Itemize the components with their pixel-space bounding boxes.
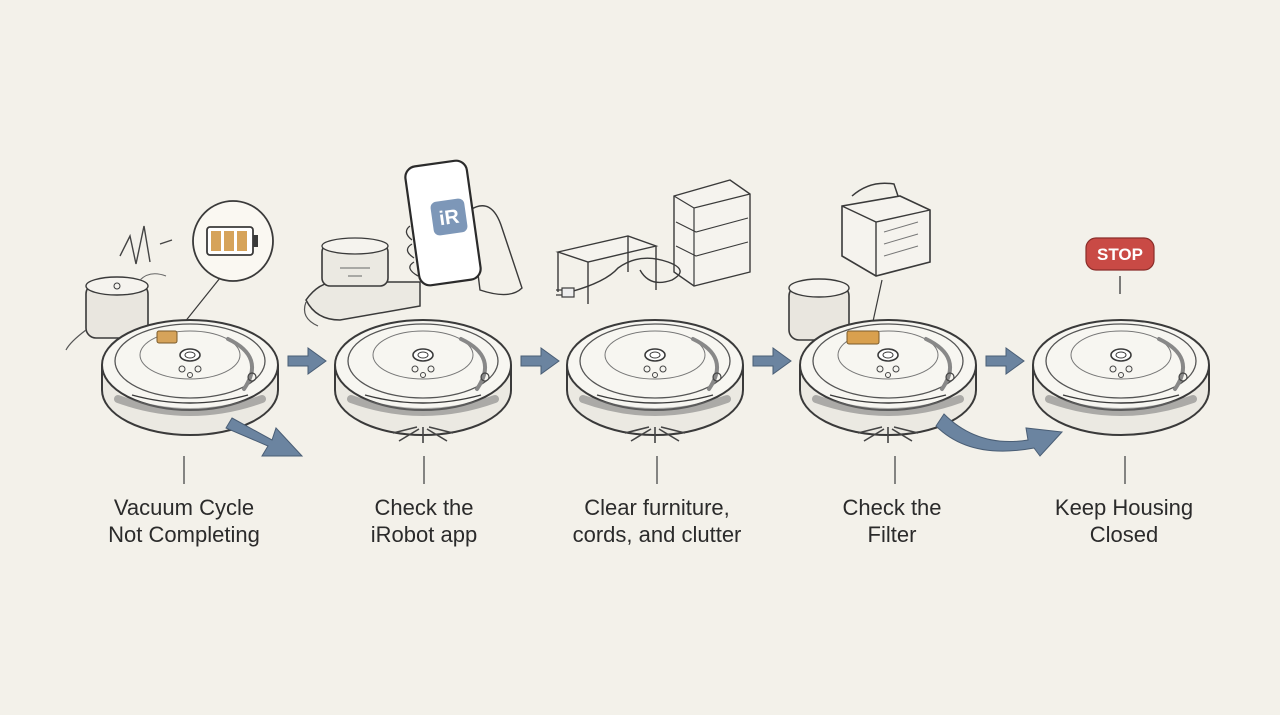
curved-flow-arrow xyxy=(935,413,1064,457)
shelf-icon xyxy=(673,179,751,287)
stop-sign-label: STOP xyxy=(1097,245,1143,264)
robot-vacuum-4 xyxy=(800,320,976,435)
table-icon xyxy=(555,235,659,304)
robot-stopping-arrow xyxy=(225,417,304,457)
step-5-illustration: STOP xyxy=(1033,237,1209,435)
step-5-caption-line2: Closed xyxy=(1089,522,1159,547)
low-battery-icon xyxy=(179,200,274,329)
step-1-caption-line2: Not Completing xyxy=(108,522,260,547)
alert-lines xyxy=(119,225,173,281)
step-2-caption-line2: iRobot app xyxy=(370,522,478,547)
step-3-caption: Clear furniture, cords, and clutter xyxy=(537,494,777,548)
stop-sign-icon: STOP xyxy=(1085,237,1155,294)
robot-vacuum-2 xyxy=(335,320,511,435)
step-5-caption-line1: Keep Housing xyxy=(1054,495,1194,520)
robot-filter-indicator xyxy=(846,330,880,345)
step-2-caption: Check the iRobot app xyxy=(304,494,544,548)
flow-arrow-1 xyxy=(287,347,327,375)
step-4-caption-line2: Filter xyxy=(867,522,917,547)
charging-dock-4 xyxy=(788,278,850,341)
step-4-caption-line1: Check the xyxy=(842,495,942,520)
robot-vacuum-5 xyxy=(1033,320,1209,435)
step-1-illustration xyxy=(65,200,304,457)
smartphone-app-icon: iR xyxy=(404,159,523,296)
flow-arrow-4 xyxy=(985,347,1025,375)
step-2-illustration: iR xyxy=(303,159,523,444)
step-5-caption: Keep Housing Closed xyxy=(1004,494,1244,548)
step-2-caption-line1: Check the xyxy=(374,495,474,520)
charging-dock xyxy=(65,276,149,351)
clean-base-dock xyxy=(303,237,421,327)
robot-low-battery-indicator xyxy=(156,330,178,344)
robot-vacuum-3 xyxy=(567,320,743,435)
step-1-caption: Vacuum Cycle Not Completing xyxy=(64,494,304,548)
flow-arrow-3 xyxy=(752,347,792,375)
step-4-caption: Check the Filter xyxy=(772,494,1012,548)
step-3-caption-line2: cords, and clutter xyxy=(572,522,742,547)
step-1-caption-line1: Vacuum Cycle xyxy=(113,495,255,520)
caption-ticks xyxy=(183,456,1126,484)
robot-vacuum-1 xyxy=(102,320,278,435)
step-3-caption-line1: Clear furniture, xyxy=(584,495,730,520)
flow-arrow-2 xyxy=(520,347,560,375)
filter-bin-icon xyxy=(841,182,931,327)
app-icon-label: iR xyxy=(438,206,461,231)
step-4-illustration xyxy=(788,182,1064,457)
step-3-illustration xyxy=(555,179,751,444)
power-cord-icon xyxy=(556,257,681,298)
